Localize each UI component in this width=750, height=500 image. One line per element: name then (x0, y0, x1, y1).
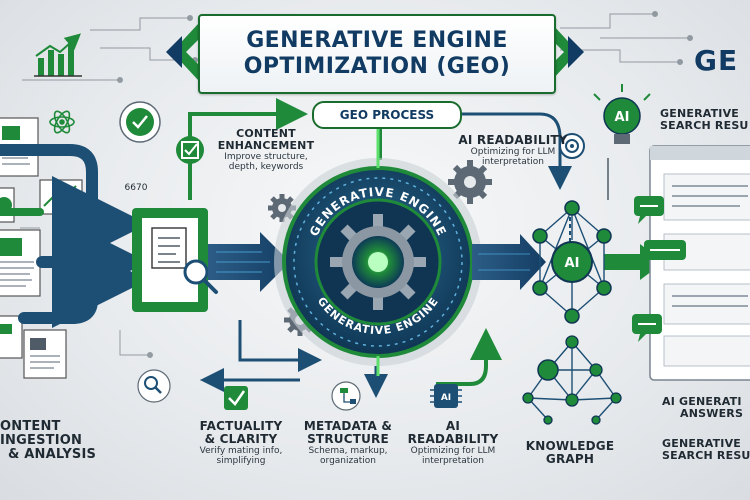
ingestion-block: ONTENT INGESTION & ANALYSIS (0, 419, 130, 463)
document-panel (132, 208, 208, 312)
results-panel (649, 145, 750, 381)
checkbox-icon-top (176, 136, 204, 164)
chip-label: AI (441, 393, 451, 403)
title-banner: GENERATIVE ENGINE OPTIMIZATION (GEO) (198, 14, 556, 94)
chip-icon (430, 384, 462, 408)
ai-generated-answers: AI GENERATI ANSWERS (662, 396, 750, 420)
metadata-heading-2: STRUCTURE (307, 431, 389, 446)
ai-answers-1: AI GENERATI (662, 396, 742, 408)
chart-icon (34, 33, 82, 77)
network-icon (532, 200, 612, 324)
content-enhancement-line1: Improve structure, (224, 151, 308, 162)
target-icon-left (119, 101, 161, 143)
factuality-line1: Verify mating info, (199, 445, 283, 456)
metadata-block: METADATA & STRUCTURE Schema, markup, org… (300, 420, 396, 467)
ai-readability-bottom-heading-2: READABILITY (407, 431, 499, 446)
ai-readability-top-line2: interpretation (481, 157, 544, 168)
ai-readability-bottom-line2: interpretation (421, 456, 484, 467)
magnifier-chart-icon (137, 369, 171, 403)
process-banner: GEO PROCESS (312, 101, 462, 129)
ai-node-label: AI (565, 256, 580, 271)
gen-search-top-2: SEARCH RESU (660, 118, 749, 132)
arrow-to-engine (208, 232, 290, 292)
chat-icon (632, 196, 686, 342)
stray-number: 6670 (124, 183, 148, 193)
gen-search-top-1: GENERATIVE (660, 108, 740, 120)
content-enhancement-heading: CONTENT ENHANCEMENT (217, 127, 315, 152)
brand-text: GE (694, 44, 739, 77)
generative-search-top: GENERATIVE SEARCH RESU (660, 108, 750, 132)
checkbox-icon (224, 386, 248, 410)
title-wings (166, 24, 584, 80)
factuality-line2: simplifying (216, 456, 266, 467)
title-line-2: OPTIMIZATION (GEO) (243, 54, 511, 79)
gen-search-bottom-1: GENERATIVE (662, 438, 742, 450)
bulb-icon (593, 84, 651, 144)
ingestion-heading-1: ONTENT INGESTION (0, 419, 83, 449)
knowledge-graph-block: KNOWLEDGE GRAPH (518, 440, 622, 466)
bulb-label: AI (615, 110, 630, 125)
generative-engine (274, 120, 482, 376)
ingestion-heading-2: & ANALYSIS (8, 447, 97, 463)
content-enhancement-block: CONTENT ENHANCEMENT Improve structure, d… (206, 128, 326, 172)
factuality-heading-2: & CLARITY (204, 431, 278, 446)
knowledge-graph-heading-2: GRAPH (545, 451, 595, 466)
factuality-block: FACTUALITY & CLARITY Verify mating info,… (188, 420, 294, 467)
ai-readability-bottom-block: AI READABILITY Optimizing for LLM interp… (398, 420, 508, 467)
ai-answers-2: ANSWERS (680, 406, 744, 420)
metadata-line1: Schema, markup, (308, 445, 388, 456)
metadata-line2: organization (320, 456, 376, 467)
target-icon (559, 133, 585, 159)
magnifier-icon (183, 259, 218, 294)
circuit-lines (20, 11, 693, 381)
gen-search-bottom-2: SEARCH RESU (662, 448, 750, 462)
factuality-heading-1: FACTUALITY (199, 419, 283, 433)
ai-readability-top-heading: AI READABILITY (458, 133, 568, 147)
content-enhancement-line2: depth, keywords (228, 162, 304, 173)
ingestion-arrows (0, 144, 148, 328)
atom-icon (49, 110, 75, 134)
generative-search-bottom: GENERATIVE SEARCH RESU (662, 438, 750, 462)
title-line-1: GENERATIVE ENGINE (246, 28, 508, 53)
sitemap-icon (331, 381, 361, 411)
gear-icon (448, 160, 492, 204)
ai-readability-top-line1: Optimizing for LLM (470, 146, 556, 157)
metadata-heading-1: METADATA & (303, 419, 393, 433)
ai-readability-bottom-line1: Optimizing for LLM (410, 445, 496, 456)
ai-readability-bottom-heading-1: AI (445, 419, 461, 433)
arrow-to-ai (472, 234, 546, 290)
knowledge-graph-heading-1: KNOWLEDGE (525, 439, 615, 453)
ai-readability-top-block: AI READABILITY Optimizing for LLM interp… (458, 134, 568, 168)
knowledge-graph-icon (522, 335, 622, 425)
